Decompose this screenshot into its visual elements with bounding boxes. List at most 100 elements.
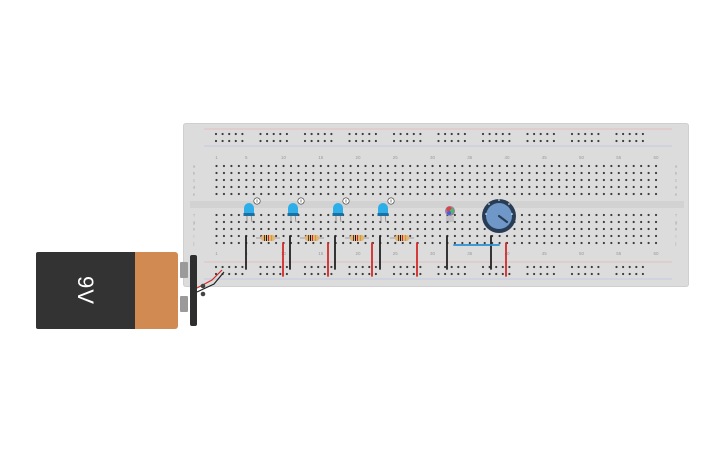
terminal-hole[interactable] (513, 164, 516, 168)
terminal-hole[interactable] (215, 213, 218, 217)
terminal-hole[interactable] (394, 227, 397, 231)
terminal-hole[interactable] (580, 227, 583, 231)
rail-hole-top[interactable] (228, 139, 231, 143)
rail-hole-top[interactable] (641, 132, 645, 136)
terminal-hole[interactable] (438, 164, 442, 168)
terminal-hole[interactable] (602, 227, 606, 231)
terminal-hole[interactable] (394, 213, 397, 217)
terminal-hole[interactable] (565, 220, 568, 224)
terminal-hole[interactable] (237, 241, 240, 245)
terminal-hole[interactable] (222, 192, 226, 196)
terminal-hole[interactable] (297, 171, 300, 175)
terminal-hole[interactable] (431, 171, 434, 175)
terminal-hole[interactable] (349, 192, 352, 196)
rail-hole-bottom[interactable] (419, 265, 422, 269)
terminal-hole[interactable] (580, 220, 583, 224)
terminal-hole[interactable] (252, 241, 255, 245)
rail-hole-bottom[interactable] (392, 272, 396, 276)
terminal-hole[interactable] (647, 213, 650, 217)
terminal-hole[interactable] (252, 164, 255, 168)
terminal-hole[interactable] (610, 192, 613, 196)
terminal-hole[interactable] (505, 185, 509, 189)
terminal-hole[interactable] (245, 192, 248, 196)
terminal-hole[interactable] (416, 164, 419, 168)
terminal-hole[interactable] (289, 185, 293, 189)
rail-hole-top[interactable] (285, 132, 288, 136)
terminal-hole[interactable] (401, 220, 404, 224)
rail-hole-top[interactable] (323, 132, 326, 136)
terminal-hole[interactable] (438, 227, 442, 231)
terminal-hole[interactable] (602, 185, 606, 189)
terminal-hole[interactable] (364, 241, 367, 245)
terminal-hole[interactable] (230, 171, 233, 175)
rail-hole-bottom[interactable] (419, 272, 422, 276)
rail-hole-top[interactable] (272, 132, 275, 136)
rail-hole-top[interactable] (546, 139, 549, 143)
terminal-hole[interactable] (215, 185, 218, 189)
terminal-hole[interactable] (394, 192, 397, 196)
terminal-hole[interactable] (647, 234, 650, 238)
rail-hole-top[interactable] (539, 139, 542, 143)
terminal-hole[interactable] (245, 178, 248, 182)
terminal-hole[interactable] (595, 213, 598, 217)
terminal-hole[interactable] (565, 192, 568, 196)
rail-hole-bottom[interactable] (368, 272, 371, 276)
terminal-hole[interactable] (267, 178, 270, 182)
rail-hole-top[interactable] (392, 132, 396, 136)
terminal-hole[interactable] (617, 178, 620, 182)
terminal-hole[interactable] (297, 192, 300, 196)
terminal-hole[interactable] (438, 220, 442, 224)
terminal-hole[interactable] (610, 234, 613, 238)
rail-hole-top[interactable] (463, 132, 466, 136)
rail-hole-bottom[interactable] (266, 265, 269, 269)
rail-hole-top[interactable] (450, 139, 453, 143)
terminal-hole[interactable] (446, 220, 449, 224)
terminal-hole[interactable] (550, 220, 553, 224)
terminal-hole[interactable] (580, 234, 583, 238)
terminal-hole[interactable] (267, 241, 270, 245)
terminal-hole[interactable] (543, 227, 546, 231)
rail-hole-top[interactable] (241, 132, 244, 136)
terminal-hole[interactable] (468, 178, 471, 182)
rail-hole-bottom[interactable] (628, 272, 631, 276)
terminal-hole[interactable] (483, 164, 486, 168)
rail-hole-top[interactable] (622, 132, 625, 136)
terminal-hole[interactable] (379, 171, 382, 175)
terminal-hole[interactable] (654, 220, 658, 224)
terminal-hole[interactable] (632, 164, 635, 168)
terminal-hole[interactable] (304, 241, 307, 245)
terminal-hole[interactable] (409, 185, 412, 189)
rail-hole-bottom[interactable] (272, 272, 275, 276)
terminal-hole[interactable] (342, 234, 345, 238)
terminal-hole[interactable] (297, 220, 300, 224)
terminal-hole[interactable] (289, 192, 293, 196)
terminal-hole[interactable] (267, 164, 270, 168)
terminal-hole[interactable] (409, 213, 412, 217)
rail-hole-top[interactable] (437, 139, 440, 143)
rail-hole-bottom[interactable] (241, 265, 244, 269)
terminal-hole[interactable] (304, 227, 307, 231)
terminal-hole[interactable] (476, 192, 479, 196)
terminal-hole[interactable] (587, 234, 591, 238)
terminal-hole[interactable] (438, 234, 442, 238)
terminal-hole[interactable] (252, 234, 255, 238)
terminal-hole[interactable] (401, 241, 404, 245)
terminal-hole[interactable] (617, 164, 620, 168)
terminal-hole[interactable] (327, 227, 330, 231)
terminal-hole[interactable] (498, 192, 501, 196)
rail-hole-top[interactable] (374, 132, 377, 136)
terminal-hole[interactable] (647, 185, 650, 189)
terminal-hole[interactable] (587, 227, 591, 231)
rail-hole-bottom[interactable] (214, 265, 218, 269)
terminal-hole[interactable] (476, 178, 479, 182)
terminal-hole[interactable] (371, 171, 375, 175)
rail-hole-top[interactable] (317, 132, 320, 136)
terminal-hole[interactable] (550, 192, 553, 196)
terminal-hole[interactable] (632, 185, 635, 189)
rail-hole-top[interactable] (584, 139, 587, 143)
rail-hole-bottom[interactable] (481, 272, 485, 276)
rail-hole-top[interactable] (463, 139, 466, 143)
terminal-hole[interactable] (319, 227, 322, 231)
terminal-hole[interactable] (550, 227, 553, 231)
terminal-hole[interactable] (394, 164, 397, 168)
